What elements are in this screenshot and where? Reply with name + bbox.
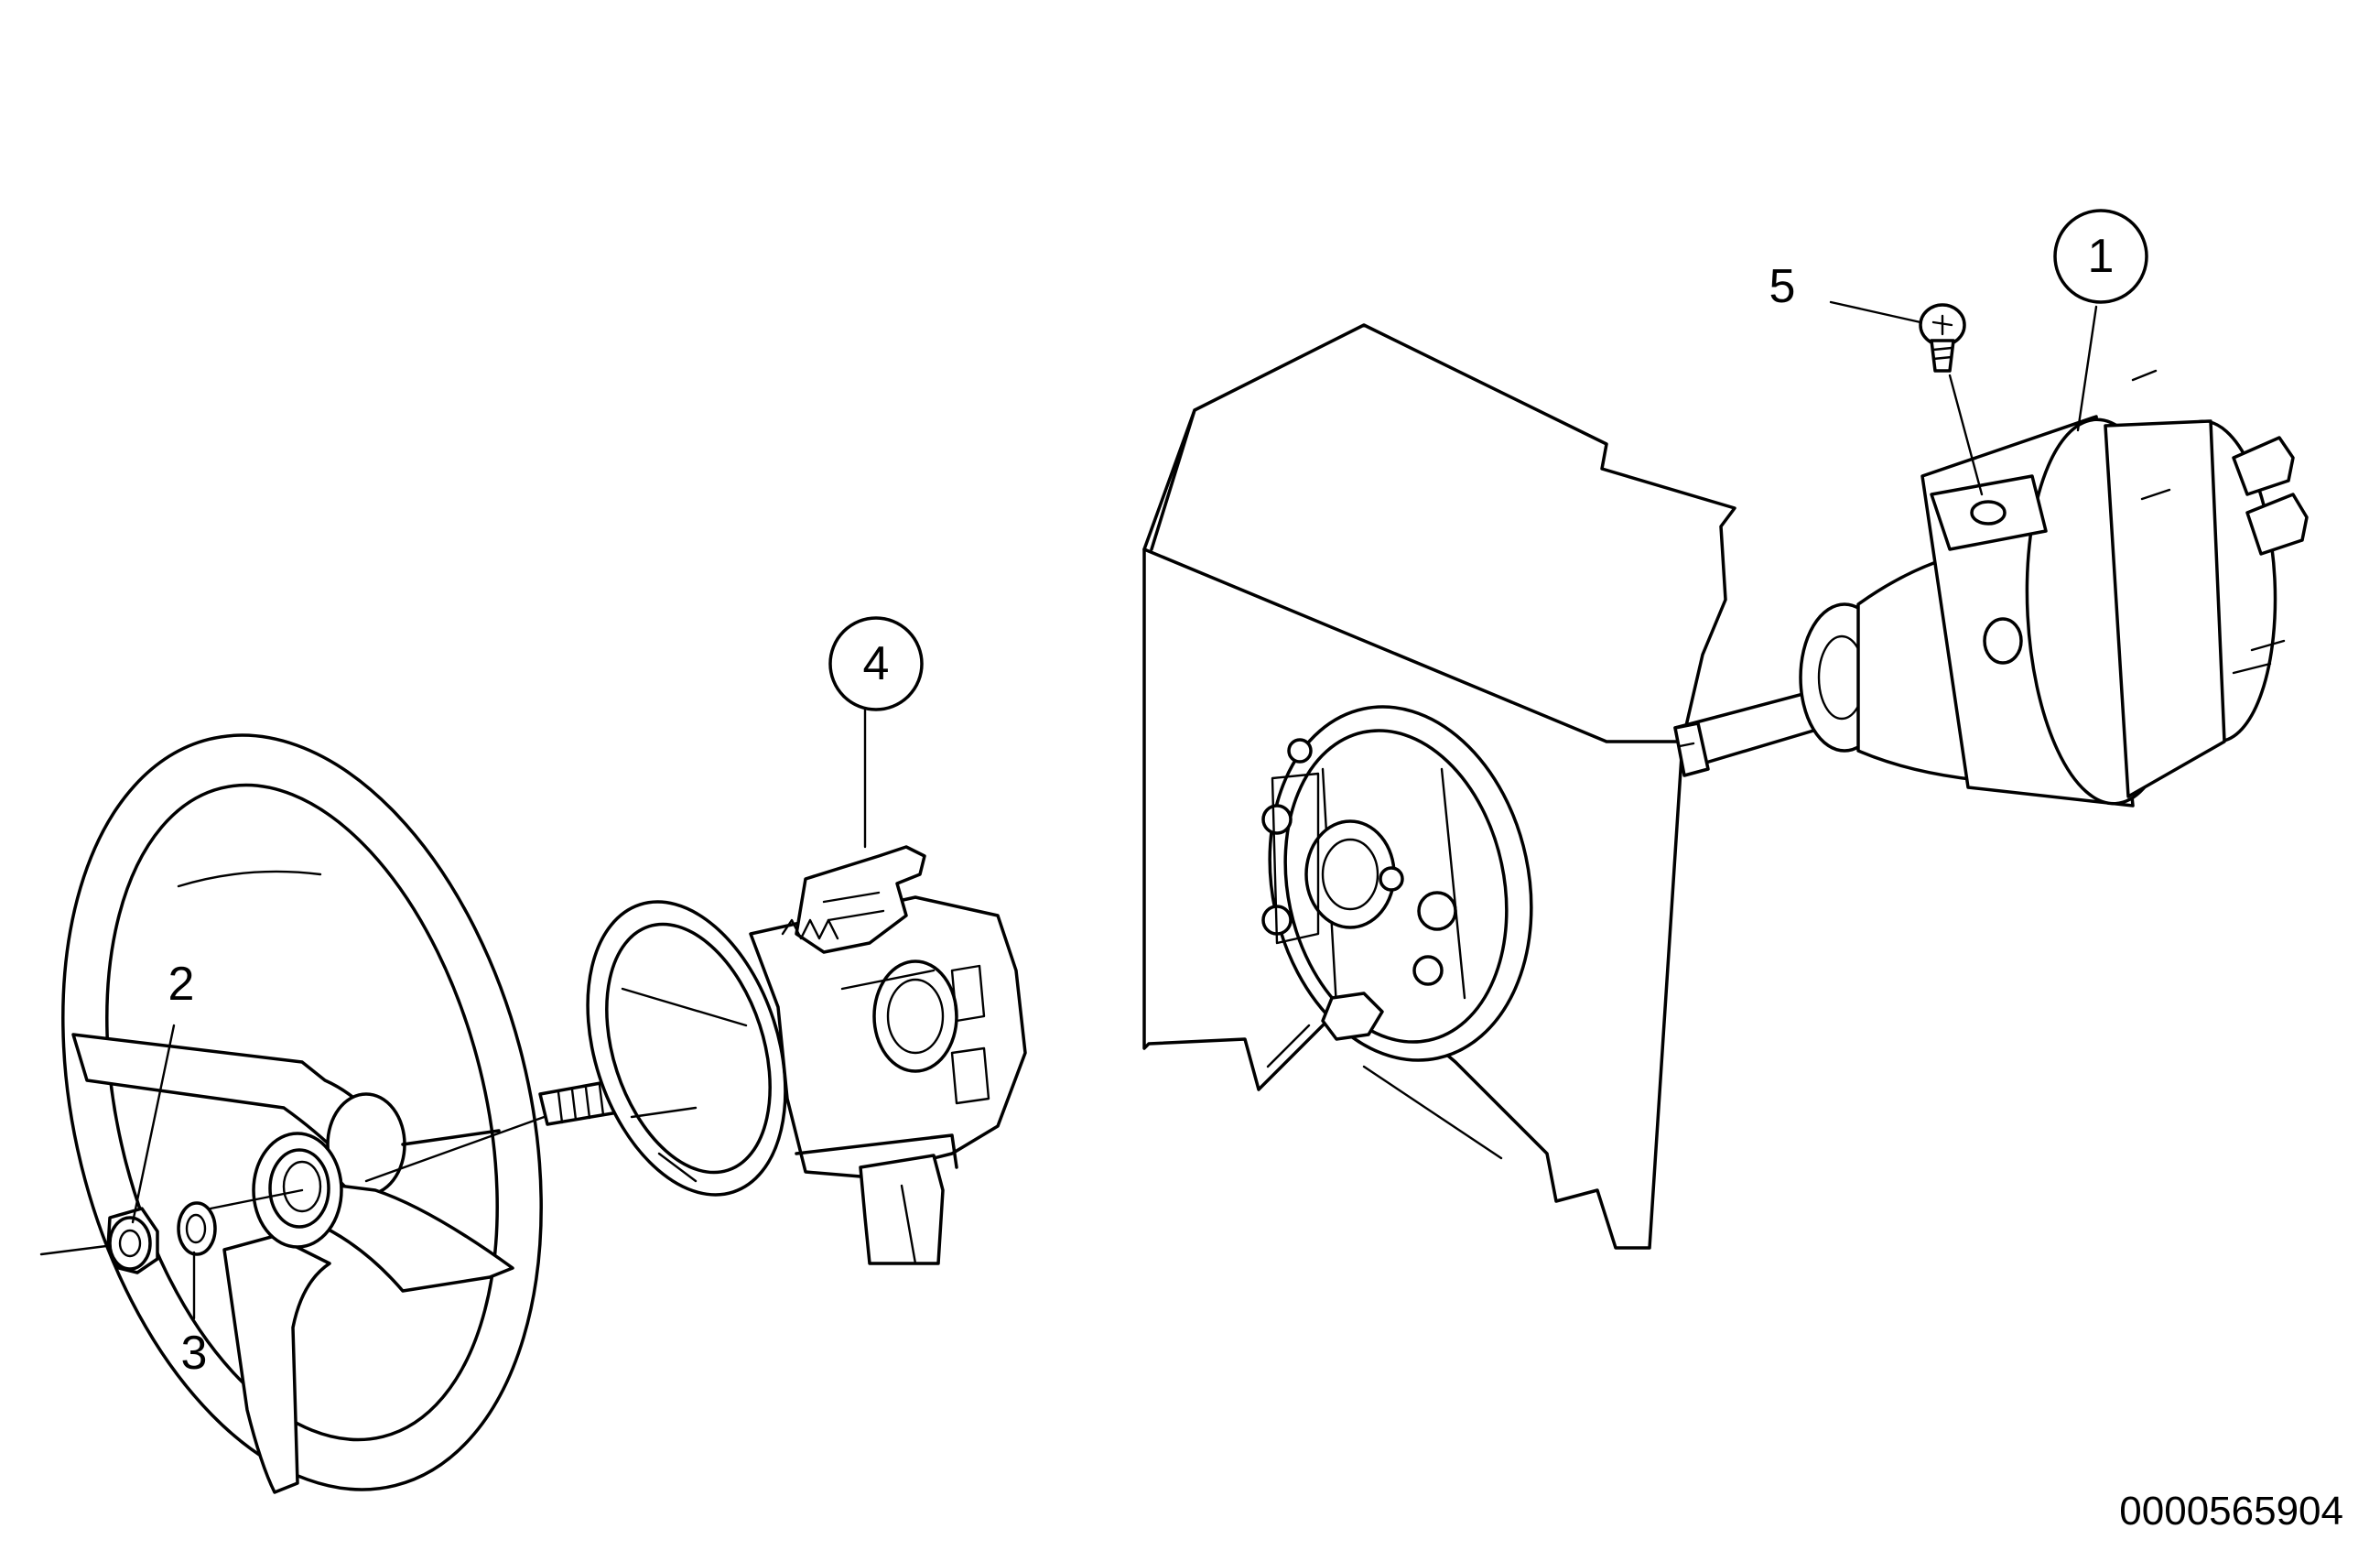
callout-4-label: 4: [863, 637, 890, 690]
callout-3: 3: [181, 1327, 208, 1380]
nut-part: [106, 1207, 159, 1274]
column-switch-assembly: [538, 845, 1027, 1265]
callout-5-label: 5: [1769, 260, 1796, 313]
callout-1-label: 1: [2088, 230, 2115, 283]
steering-wheel: [61, 733, 543, 1494]
callout-1-circle: [2053, 209, 2148, 304]
callout-2-label: 2: [168, 958, 195, 1011]
leader-5: [1829, 300, 1922, 324]
callout-3-label: 3: [181, 1327, 208, 1380]
leader-2: [131, 1024, 176, 1224]
washer-part: [177, 1201, 217, 1256]
callout-2: 2: [168, 958, 195, 1011]
callout-4-circle: [828, 616, 924, 711]
axis-line-right: [364, 1113, 551, 1183]
ignition-solenoid: [1673, 369, 2309, 808]
dash-panel: [1142, 323, 1736, 1250]
callout-1: 1: [2053, 209, 2148, 304]
leader-1: [2076, 305, 2098, 432]
leader-lines: [131, 300, 2098, 1320]
axis-line-center: [209, 1188, 304, 1210]
drawing-number: 0000565904: [2119, 1489, 2343, 1534]
leader-5-drop: [1948, 374, 1984, 496]
callout-5: 5: [1769, 260, 1796, 313]
callout-4: 4: [828, 616, 924, 711]
screw-part: [1919, 303, 1966, 373]
